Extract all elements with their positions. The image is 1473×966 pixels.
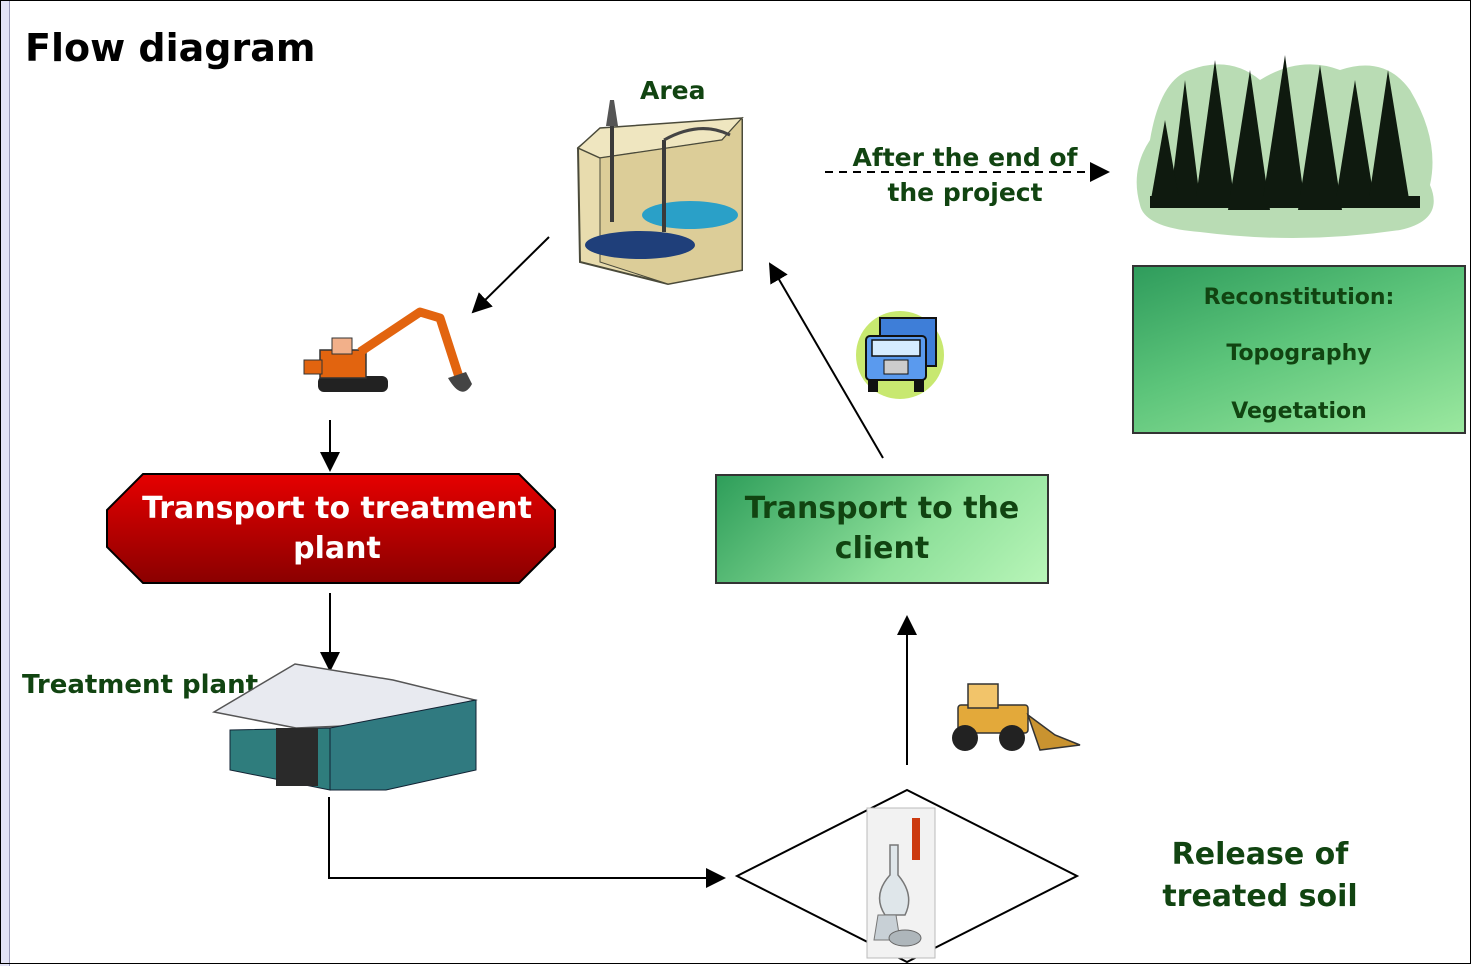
transport-treatment-shape [106,473,556,584]
release-label: Release of treated soil [1162,837,1358,914]
arrow-client-to-area [768,262,884,459]
reconstitution-vegetation: Vegetation [1231,399,1367,424]
excavator-icon [303,307,472,392]
warehouse-icon [211,663,478,791]
arrow-area-to-excavator [471,236,550,314]
after-project-label: After the end of the project [852,143,1078,207]
area-label: Area [640,76,706,105]
reconstitution-box: Reconstitution: Topography Vegetation [1132,265,1466,434]
wheel-loader-icon [952,683,1081,751]
transport-treatment-box: Transport to treatment plant [142,490,532,566]
left-edge-bar [0,0,10,966]
reconstitution-heading: Reconstitution: [1203,285,1395,310]
arrow-plant-to-diamond [328,797,726,888]
oil-site-icon [576,100,744,286]
lab-flask-icon [866,807,936,959]
forest-icon [1136,55,1434,239]
transport-client-box: Transport to the client [715,474,1049,584]
reconstitution-topography: Topography [1226,341,1372,366]
truck-icon [856,311,944,399]
treatment-plant-label: Treatment plant [22,670,259,700]
page-title: Flow diagram [25,26,316,70]
